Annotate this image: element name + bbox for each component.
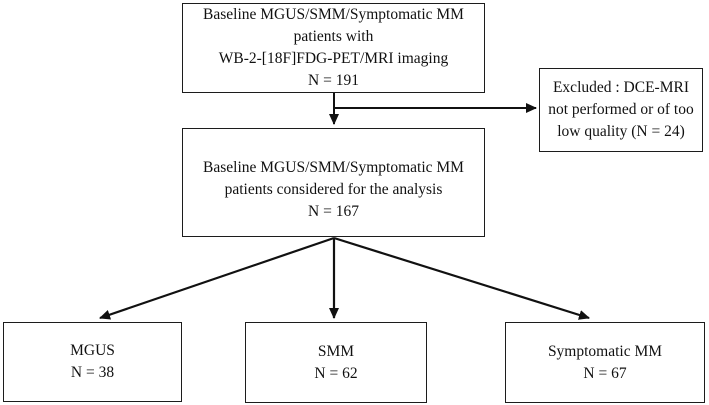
box-line: Baseline MGUS/SMM/Symptomatic MM xyxy=(203,6,464,23)
box-line: Baseline MGUS/SMM/Symptomatic MM xyxy=(203,158,464,176)
arrow-analysis-to-symptomatic xyxy=(333,236,590,320)
flow-box-excluded: Excluded : DCE-MRI not performed or of t… xyxy=(539,68,703,152)
box-line: low quality (N = 24) xyxy=(557,123,685,140)
arrow-analysis-to-mgus xyxy=(99,236,335,320)
box-line: Symptomatic MM xyxy=(547,342,663,360)
box-line: patients considered for the analysis xyxy=(224,180,443,198)
box-line: N = 191 xyxy=(308,72,359,89)
flow-box-baseline-imaging: Baseline MGUS/SMM/Symptomatic MM patient… xyxy=(182,3,485,93)
flow-box-mgus: MGUS N = 38 xyxy=(3,322,182,402)
box-line: N = 62 xyxy=(314,364,358,382)
box-line: N = 167 xyxy=(308,202,359,220)
box-line: patients with xyxy=(293,28,374,45)
flow-box-considered-for-analysis: Baseline MGUS/SMM/Symptomatic MM patient… xyxy=(182,128,485,237)
box-line: Excluded : DCE-MRI xyxy=(552,79,690,96)
box-line: MGUS xyxy=(70,342,115,359)
box-line: WB-2-[18F]FDG-PET/MRI imaging xyxy=(218,50,449,67)
box-line: not performed or of too xyxy=(548,101,694,118)
box-line: N = 38 xyxy=(70,364,115,381)
box-line: N = 67 xyxy=(583,364,627,382)
flow-box-symptomatic-mm: Symptomatic MM N = 67 xyxy=(505,322,705,403)
box-line: SMM xyxy=(317,342,355,360)
flow-box-smm: SMM N = 62 xyxy=(245,322,427,403)
